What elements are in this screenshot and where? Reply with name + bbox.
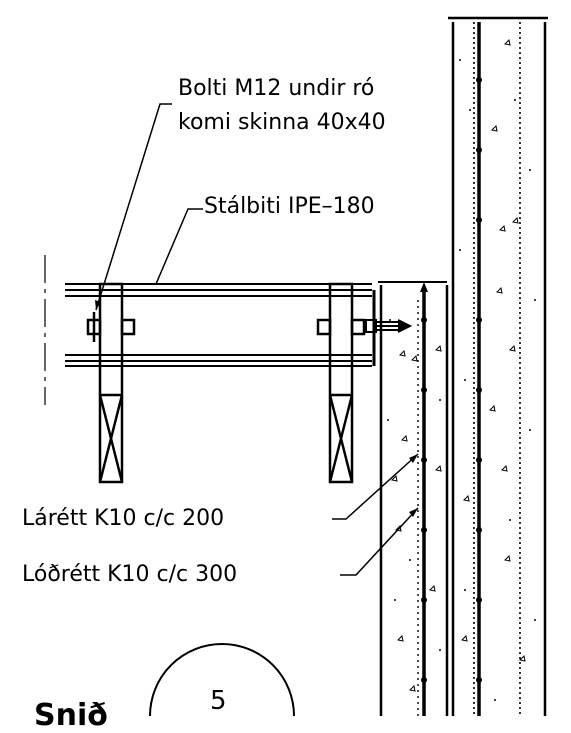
concrete-wall-left xyxy=(378,281,449,716)
bolt-label-line2: komi skinna 40x40 xyxy=(178,110,386,135)
rebar-dots xyxy=(421,77,482,683)
leader-lines xyxy=(95,103,419,576)
horizontal-rebar-label: Lárétt K10 c/c 200 xyxy=(22,506,225,531)
concrete-wall-right xyxy=(448,16,548,716)
rebar-arrow xyxy=(420,282,428,292)
concrete-dots xyxy=(387,59,536,701)
beam-label: Stálbiti IPE–180 xyxy=(204,194,375,219)
timber-post-right xyxy=(316,282,366,484)
end-bolt xyxy=(365,319,413,333)
detail-number: 5 xyxy=(210,686,227,716)
concrete-hatch xyxy=(390,38,526,692)
bolt-label-line1: Bolti M12 undir ró xyxy=(178,76,375,101)
steel-beam xyxy=(44,255,376,405)
detail-marker xyxy=(149,643,295,716)
section-drawing xyxy=(44,16,548,716)
leader-arrowheads xyxy=(95,300,418,517)
timber-post-left xyxy=(86,282,136,484)
vertical-rebar-label: Lóðrétt K10 c/c 300 xyxy=(22,562,238,587)
